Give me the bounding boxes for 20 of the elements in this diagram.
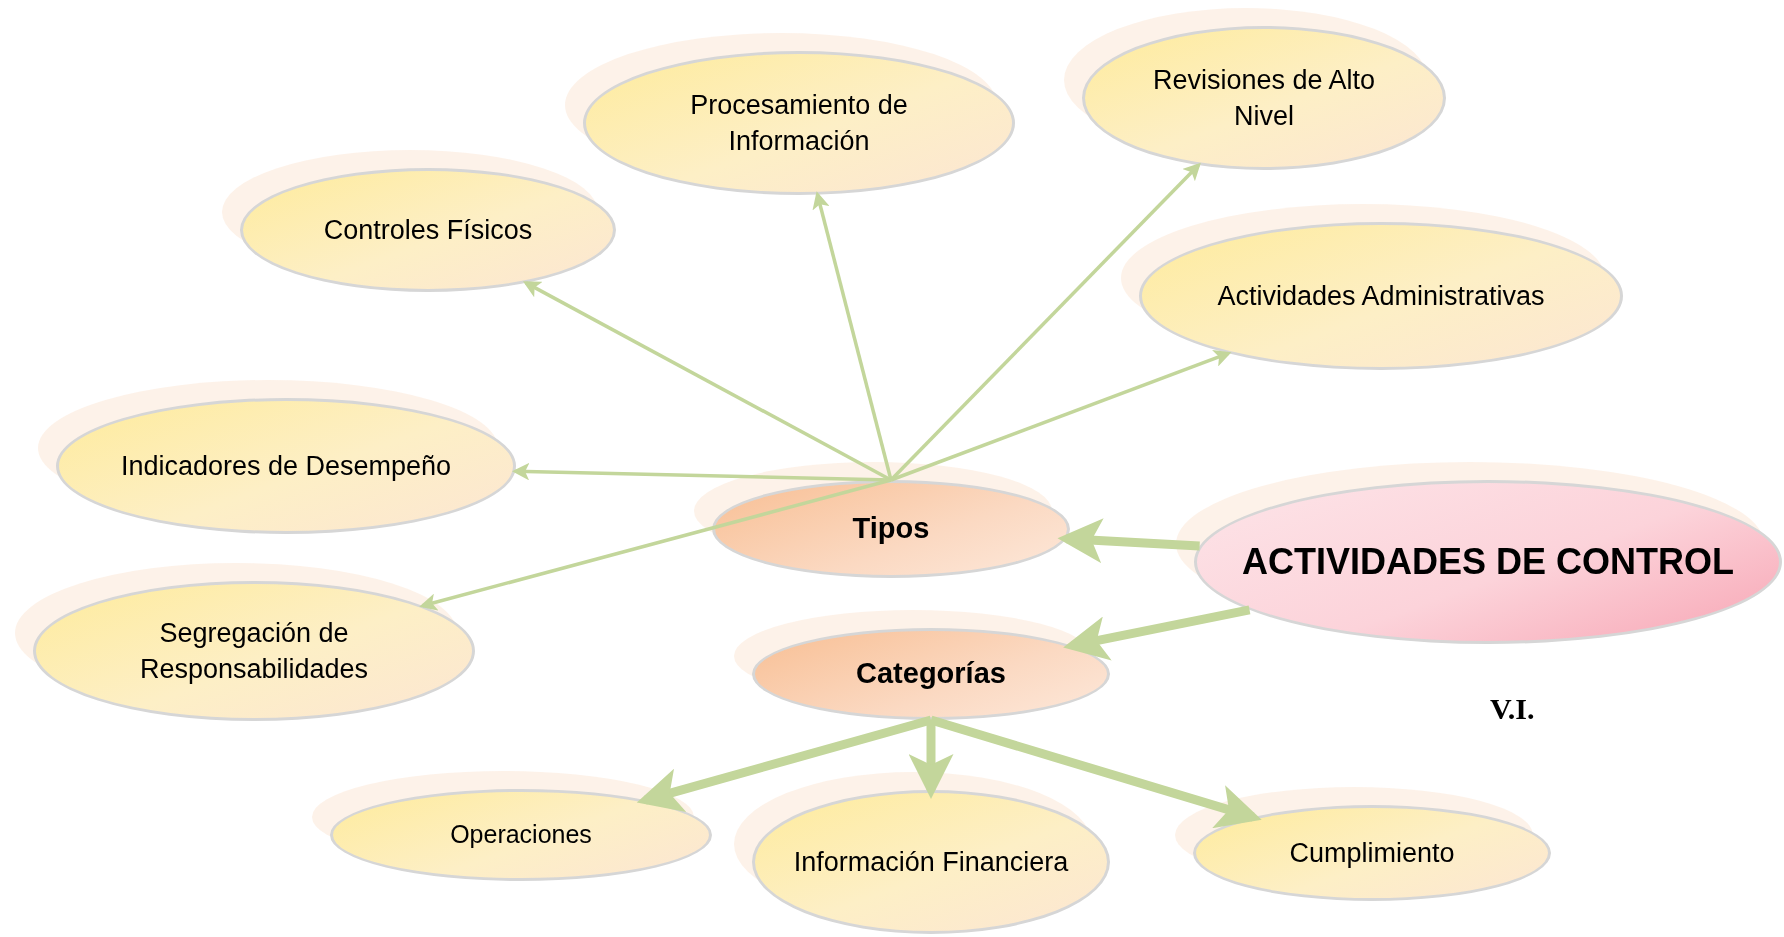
topic-ellipse: Información Financiera [752,790,1110,934]
concept-ellipse: Tipos [712,480,1070,578]
arrow [929,715,1262,829]
arrow [890,350,1232,482]
topic-ellipse: Cumplimiento [1193,805,1551,901]
topic-ellipse: Operaciones [330,789,712,881]
concept-ellipse: Categorías [752,628,1110,720]
arrow [1057,518,1200,564]
topic-ellipse: Indicadores de Desempeño [56,398,516,534]
note-label: V.I. [1490,691,1535,727]
arrow [636,715,933,813]
arrow [419,478,892,611]
topic-ellipse: Revisiones de Alto Nivel [1082,26,1446,170]
concept-ellipse: ACTIVIDADES DE CONTROL [1194,480,1782,644]
arrow [1063,605,1251,661]
topic-ellipse: Segregación de Responsabilidades [33,581,475,721]
topic-ellipse: Controles Físicos [240,168,616,292]
topic-ellipse: Procesamiento de Información [583,51,1015,195]
arrow [812,191,893,481]
topic-ellipse: Actividades Administrativas [1139,222,1623,370]
